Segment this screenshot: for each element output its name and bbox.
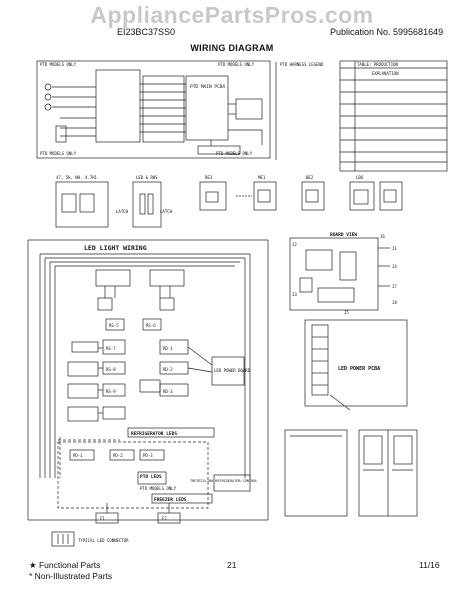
zone-right-bottom: PTD MODELS ONLY <box>216 151 253 156</box>
module-rd1: RD-1 <box>163 346 173 351</box>
connector-strip <box>142 75 185 143</box>
pto-leds-label: PTO LEDS <box>140 474 162 480</box>
connector-label-3: RE3 <box>205 175 213 180</box>
module-rs8: RS-8 <box>106 367 116 372</box>
non-illustrated-parts-note: * Non-Illustrated Parts <box>29 571 113 581</box>
refrigerator-leds-label: REFRIGERATOR LEDS <box>131 431 177 437</box>
module-rs5: RS-5 <box>109 323 119 328</box>
led-power-board-label: LED POWER BOARD <box>214 368 251 373</box>
page-number: 21 <box>227 560 237 570</box>
code-legend-title: PTD HARNESS LEGEND <box>280 62 324 67</box>
refrigerator-control-label: TRFZE23+180 REFRIGERATOR CONTROL <box>190 479 257 483</box>
control-board-outline <box>289 237 379 311</box>
heater-block <box>235 98 263 120</box>
connector-group-1 <box>55 181 109 228</box>
watermark: AppliancePartsPros.com <box>90 2 374 28</box>
module-rs6: RS-6 <box>146 323 156 328</box>
model-number: EI23BC37SS0 <box>117 27 176 37</box>
publication-number: Publication No. 5995681649 <box>330 27 444 37</box>
module-rs9: RS-9 <box>106 389 116 394</box>
functional-parts-note: ★ Functional Parts <box>29 560 101 570</box>
pin-j4: J4 <box>392 264 397 269</box>
pin-j8: J8 <box>392 300 397 305</box>
code-table-explanation: EXPLANATION <box>372 71 399 76</box>
led-wiring-frame <box>27 239 269 521</box>
connector-group-6 <box>349 181 375 211</box>
module-pd3: PD-3 <box>143 453 153 458</box>
connector-label-1: 47, 5H, NH, 4.7H1 <box>56 175 98 180</box>
pin-j5: J5 <box>344 310 349 315</box>
typical-led-connector-label: TYPICAL LED CONNECTOR <box>78 538 129 543</box>
pin-j2: J2 <box>292 242 297 247</box>
page-title: WIRING DIAGRAM <box>190 43 274 53</box>
module-pd1: PD-1 <box>73 453 83 458</box>
zone-left-bottom: PTD MODELS ONLY <box>40 151 77 156</box>
module-rd2: RD-2 <box>163 367 173 372</box>
led-power-pcba-label: LED POWER PCBA <box>338 366 380 372</box>
fridge-outline-front <box>284 429 348 517</box>
pin-j1: J1 <box>392 246 397 251</box>
module-rd3: RD-3 <box>163 389 173 394</box>
led-power-pcba <box>304 319 408 407</box>
connector-label-2: LED & RHS <box>136 175 158 180</box>
left-harness-block <box>95 69 141 143</box>
pin-j7: J7 <box>392 284 397 289</box>
led-wiring-title: LED LIGHT WIRING <box>84 244 147 252</box>
connector-group-4 <box>253 181 277 211</box>
zone-left-top: PTD MODELS ONLY <box>40 62 77 67</box>
connector-label-6: LB6 <box>356 175 364 180</box>
latch-label-2: LATCH <box>160 209 173 214</box>
top-schematic-frame <box>36 60 271 159</box>
connector-group-3 <box>199 181 227 211</box>
pin-j3: J3 <box>292 292 297 297</box>
module-pd2: PD-2 <box>113 453 123 458</box>
connector-group-5 <box>301 181 325 211</box>
module-f2: F2 <box>162 516 167 521</box>
zone-right-top: PTD MODELS ONLY <box>218 62 255 67</box>
pto-models-note: PTO MODELS ONLY <box>140 486 177 491</box>
connector-group-2 <box>132 181 162 228</box>
latch-label: LATCH <box>116 209 129 214</box>
bottom-connector <box>197 145 241 155</box>
board-label: PTD MAIN PCBA <box>190 84 226 90</box>
freezer-leds-label: FREEZER LEDS <box>154 497 187 503</box>
module-rs7: RS-7 <box>106 346 116 351</box>
connector-label-4: ME1 <box>258 175 266 180</box>
connector-group-7 <box>379 181 403 211</box>
module-f1: F1 <box>100 516 105 521</box>
code-table-header: TABLE: PRODUCTION <box>357 62 399 67</box>
connector-label-5: BE2 <box>306 175 314 180</box>
pin-j6: J6 <box>380 234 385 239</box>
revision-date: 11/16 <box>419 560 440 570</box>
board-view-title: BOARD VIEW <box>330 232 357 238</box>
